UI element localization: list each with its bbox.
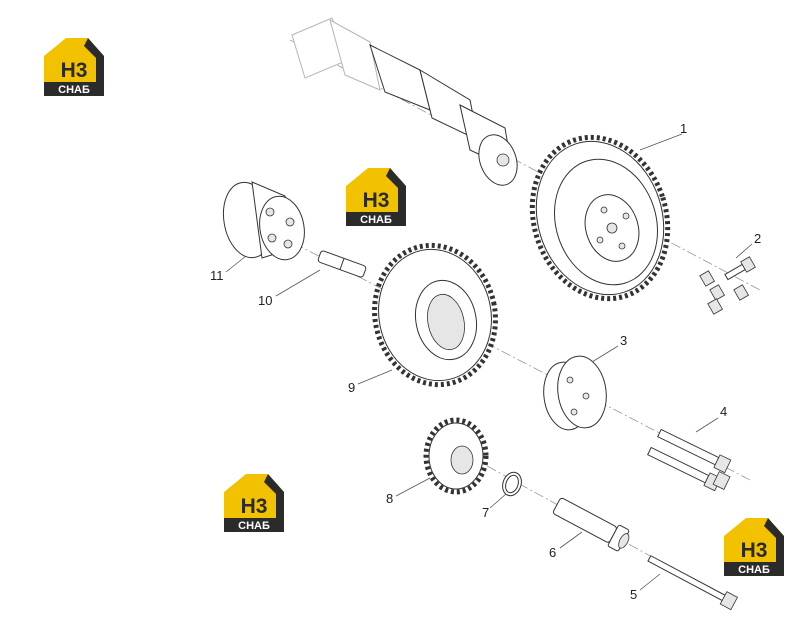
small-gear-part-8 — [423, 417, 489, 495]
idler-gear-part-9 — [372, 242, 498, 388]
callout-2: 2 — [754, 231, 761, 246]
long-bolts-part-4 — [647, 428, 732, 492]
callout-1: 1 — [680, 121, 687, 136]
leader-lines — [225, 133, 753, 591]
callout-8: 8 — [386, 491, 393, 506]
callout-7: 7 — [482, 505, 489, 520]
callout-labels: 1 2 3 4 5 6 7 8 9 10 11 — [210, 121, 761, 602]
bolt-part-5 — [647, 555, 738, 611]
watermark-logo-bottom-left: H3 СНАБ — [224, 474, 284, 532]
svg-text:СНАБ: СНАБ — [738, 564, 770, 576]
svg-text:H3: H3 — [363, 189, 390, 212]
watermark-logo-center: H3 СНАБ — [346, 168, 406, 226]
watermark-logo-bottom-right: H3 СНАБ — [724, 518, 784, 576]
svg-text:H3: H3 — [741, 539, 768, 562]
pin-part-10 — [317, 250, 367, 278]
callout-3: 3 — [620, 333, 627, 348]
callout-9: 9 — [348, 380, 355, 395]
callout-6: 6 — [549, 545, 556, 560]
callout-11: 11 — [210, 268, 224, 283]
ring-part-7 — [502, 471, 522, 497]
cam-gear-part-1 — [529, 134, 671, 302]
callout-10: 10 — [258, 293, 272, 308]
callout-4: 4 — [720, 404, 727, 419]
flange-part-3 — [543, 355, 607, 431]
svg-text:СНАБ: СНАБ — [58, 84, 90, 96]
svg-text:СНАБ: СНАБ — [360, 214, 392, 226]
hub-part-11 — [222, 181, 305, 261]
watermark-logo-top-left: H3 СНАБ — [44, 38, 104, 96]
camshaft — [291, 17, 518, 186]
bolts-part-2 — [699, 256, 756, 315]
svg-text:СНАБ: СНАБ — [238, 520, 270, 532]
svg-text:H3: H3 — [241, 495, 268, 518]
callout-5: 5 — [630, 587, 637, 602]
sleeve-part-6 — [553, 497, 630, 552]
svg-text:H3: H3 — [61, 59, 88, 82]
